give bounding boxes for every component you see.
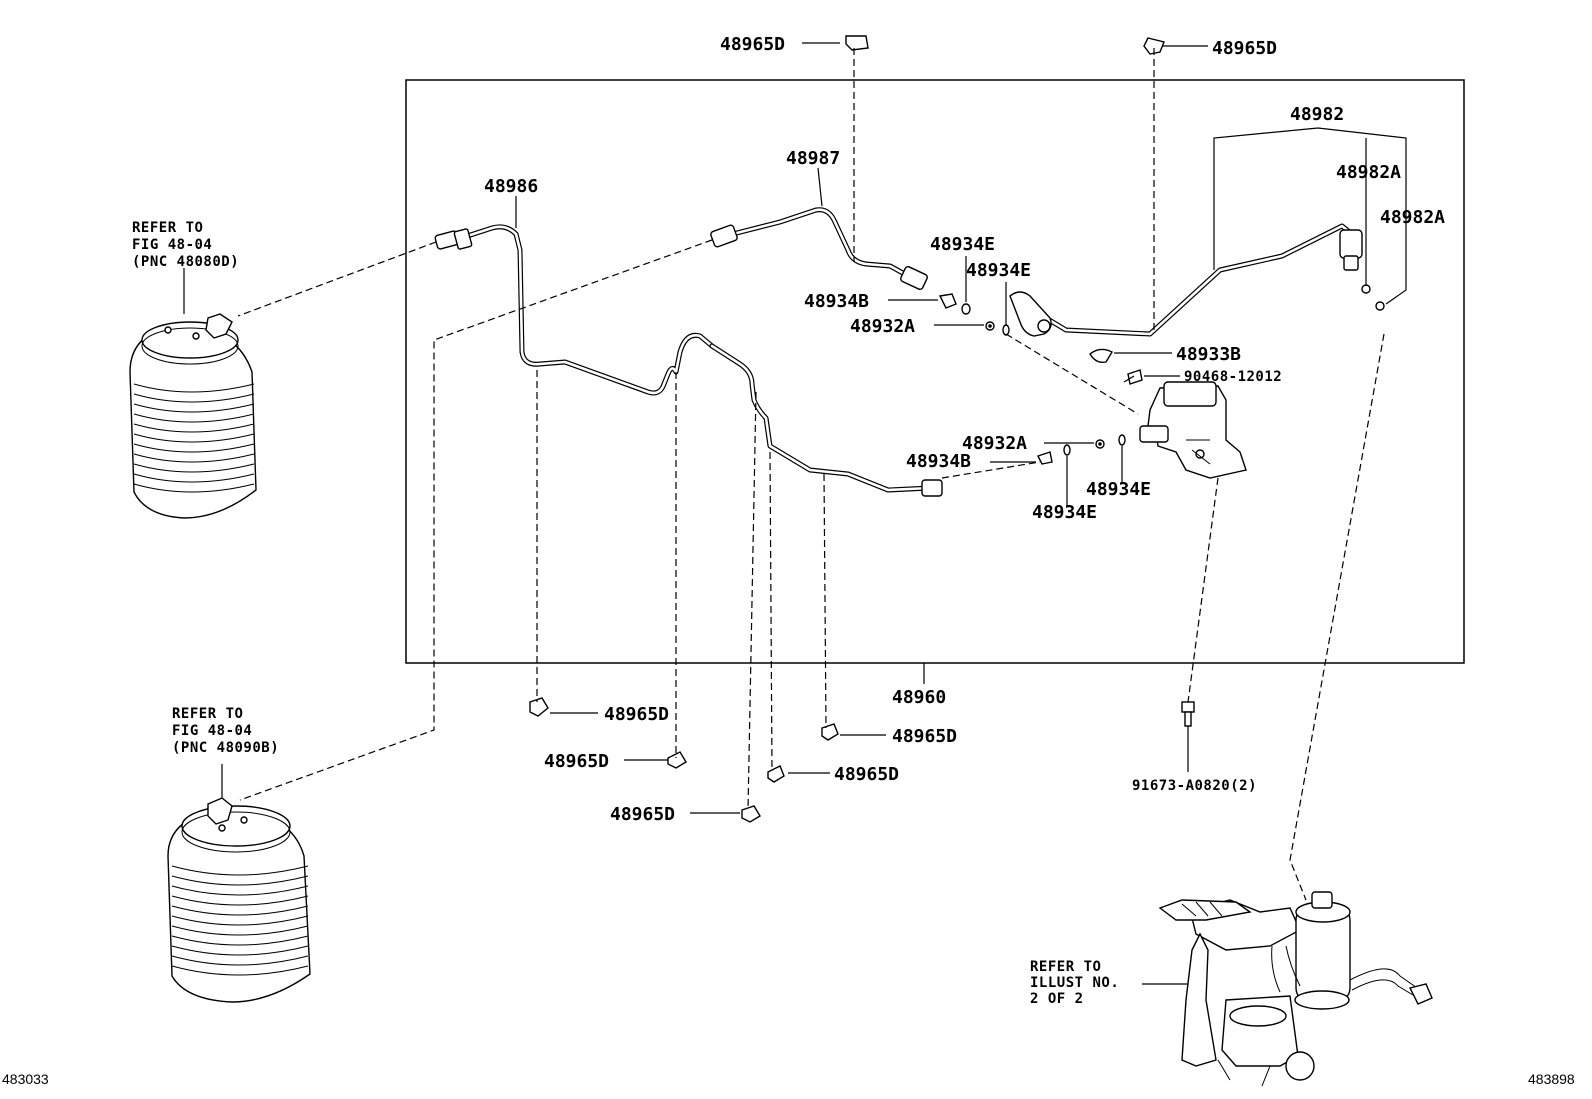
- label-91673-A0820: 91673-A0820(2): [1132, 778, 1257, 794]
- tube-fitting-48982-right: [1339, 229, 1363, 271]
- label-48965D-top-left: 48965D: [720, 34, 785, 55]
- ring-48982A-b: [1375, 301, 1385, 311]
- clamp-48965D-b4: [767, 765, 785, 783]
- leader-lines: [183, 42, 1407, 985]
- clip-48934B-a: [938, 293, 957, 309]
- label-48982A-2: 48982A: [1380, 207, 1445, 228]
- label-48934E-3: 48934E: [1086, 479, 1151, 500]
- ring-48932A-b: [1095, 439, 1105, 449]
- label-48965D-b5: 48965D: [892, 726, 957, 747]
- refer-note-lower-line-2: FIG 48-04: [172, 723, 252, 739]
- label-48987: 48987: [786, 148, 840, 169]
- label-48933B: 48933B: [1176, 344, 1241, 365]
- tube-fitting-48986-end: [434, 228, 473, 250]
- clip-48933B: [1089, 348, 1113, 364]
- label-48965D-top-right: 48965D: [1212, 38, 1277, 59]
- refer-note-upper-line-3: (PNC 48080D): [132, 254, 239, 270]
- refer-note-compressor: REFER TO ILLUST NO. 2 OF 2: [1030, 959, 1119, 1007]
- label-48934B-1: 48934B: [804, 291, 869, 312]
- tube-48960-main[interactable]: [709, 343, 933, 493]
- ring-48934E-d: [1118, 434, 1126, 446]
- tube-fitting-48987-end: [710, 224, 738, 248]
- refer-note-compressor-line-1: REFER TO: [1030, 959, 1101, 975]
- corner-code-left: 483033: [2, 1071, 49, 1087]
- clamp-48965D-b3: [741, 805, 761, 823]
- label-48934B-2: 48934B: [906, 451, 971, 472]
- height-control-valve[interactable]: [1139, 381, 1247, 479]
- refer-note-lower: REFER TO FIG 48-04 (PNC 48090B): [172, 706, 279, 756]
- ring-48932A-a: [985, 321, 995, 331]
- clamp-48965D-top-right: [1143, 37, 1165, 55]
- tube-fitting-48987-right: [900, 265, 928, 291]
- refer-note-upper-line-1: REFER TO: [132, 220, 203, 236]
- tube-48987[interactable]: [722, 207, 915, 281]
- refer-note-compressor-line-3: 2 OF 2: [1030, 991, 1084, 1007]
- air-spring-lower[interactable]: [167, 797, 311, 1003]
- refer-note-upper-line-2: FIG 48-04: [132, 237, 212, 253]
- label-48965D-b3: 48965D: [610, 804, 675, 825]
- tube-48986[interactable]: [452, 224, 715, 396]
- bolt-91673: [1181, 701, 1195, 727]
- label-90468-12012: 90468-12012: [1184, 369, 1282, 385]
- label-48965D-b1: 48965D: [604, 704, 669, 725]
- label-48965D-b2: 48965D: [544, 751, 609, 772]
- assembly-frame-48960: [405, 79, 1465, 664]
- label-48934E-1: 48934E: [930, 234, 995, 255]
- label-48960: 48960: [892, 687, 946, 708]
- refer-note-compressor-line-2: ILLUST NO.: [1030, 975, 1119, 991]
- label-48982: 48982: [1290, 104, 1344, 125]
- bolt-90468: [1123, 369, 1143, 385]
- clamp-48965D-b1: [529, 697, 549, 717]
- clamp-48965D-top-left: [845, 35, 869, 51]
- label-48965D-b4: 48965D: [834, 764, 899, 785]
- clip-48934B-b: [1037, 451, 1053, 465]
- label-48982A-1: 48982A: [1336, 162, 1401, 183]
- ring-48934E-c: [1063, 444, 1071, 456]
- ring-48934E-b: [1002, 324, 1010, 336]
- label-48986: 48986: [484, 176, 538, 197]
- tube-fitting-48982-left: [1009, 291, 1052, 337]
- air-spring-upper[interactable]: [129, 313, 257, 519]
- label-48932A-2: 48932A: [962, 433, 1027, 454]
- label-48932A-1: 48932A: [850, 316, 915, 337]
- corner-code-right: 483898: [1528, 1071, 1575, 1087]
- tube-48982[interactable]: [1019, 223, 1355, 337]
- clamp-48965D-b5: [821, 723, 839, 741]
- air-compressor-assembly[interactable]: [1158, 891, 1433, 1087]
- label-48934E-2: 48934E: [966, 260, 1031, 281]
- ring-48934E-a: [961, 303, 971, 315]
- clamp-48965D-b2: [667, 751, 687, 769]
- tube-fitting-48960-right: [921, 479, 943, 497]
- dashed-guide-lines: [237, 48, 1385, 901]
- ring-48982A-a: [1361, 284, 1371, 294]
- label-48934E-4: 48934E: [1032, 502, 1097, 523]
- refer-note-lower-line-3: (PNC 48090B): [172, 740, 279, 756]
- refer-note-upper: REFER TO FIG 48-04 (PNC 48080D): [132, 220, 239, 270]
- refer-note-lower-line-1: REFER TO: [172, 706, 243, 722]
